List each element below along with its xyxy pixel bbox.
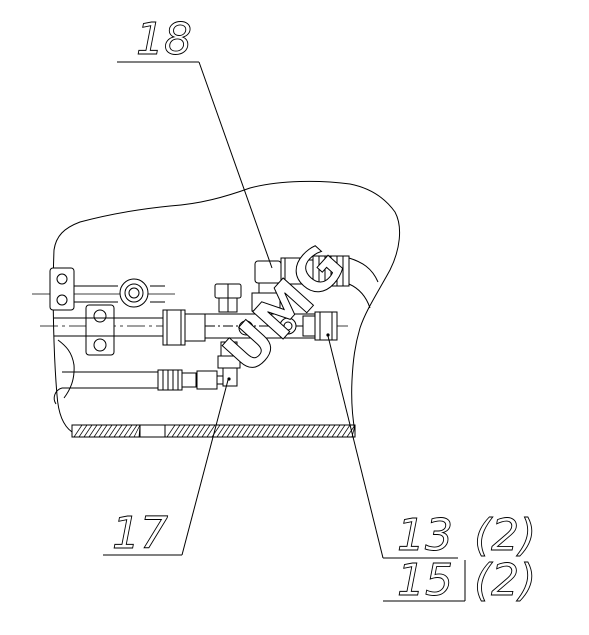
callout-17: 17 xyxy=(112,508,168,559)
callout-15-qty: (2) xyxy=(474,555,536,606)
hatch-line xyxy=(326,424,336,438)
hatch-line xyxy=(306,424,316,438)
manifold-block xyxy=(204,313,316,339)
upper-elbow-18 xyxy=(251,255,379,312)
callout-15: 15 xyxy=(397,555,453,606)
callout-13: 13 xyxy=(397,510,453,561)
small-fitting xyxy=(227,377,231,381)
hatch-line xyxy=(281,424,291,438)
hatch-line xyxy=(331,424,341,438)
hatch-line xyxy=(93,424,103,438)
hatch-line xyxy=(321,424,331,438)
hatch-line xyxy=(251,424,261,438)
hatch-line xyxy=(108,424,118,438)
hatch-line xyxy=(296,424,306,438)
hatch-line xyxy=(301,424,311,438)
hatch-line xyxy=(246,424,256,438)
hatch-line xyxy=(216,424,226,438)
hatch-line xyxy=(316,424,326,438)
hatch-line xyxy=(113,424,123,438)
hatch-line xyxy=(241,424,251,438)
hatch-line xyxy=(128,424,138,438)
hatch-line xyxy=(266,424,276,438)
hatch-line xyxy=(311,424,321,438)
callout-18: 18 xyxy=(136,14,192,65)
hatch-line xyxy=(226,424,236,438)
hatch-line xyxy=(176,424,186,438)
hatch-line xyxy=(123,424,133,438)
hatch-line xyxy=(231,424,241,438)
hatch-line xyxy=(186,424,196,438)
hatch-line xyxy=(201,424,211,438)
hatch-line xyxy=(78,424,88,438)
lower-hose xyxy=(53,369,223,405)
hatch-line xyxy=(171,424,181,438)
hatch-line xyxy=(73,424,83,438)
hatch-line xyxy=(118,424,128,438)
hatch-line xyxy=(98,424,108,438)
hatch-line xyxy=(103,424,113,438)
hatch-line xyxy=(261,424,271,438)
hatch-line xyxy=(291,424,301,438)
hatch-line xyxy=(346,424,356,438)
hatch-line xyxy=(271,424,281,438)
hatch-line xyxy=(138,424,141,438)
callout-13-qty: (2) xyxy=(474,510,536,561)
hatch-line xyxy=(166,424,176,438)
end-fitting-13-15 xyxy=(302,311,338,341)
leader-lines xyxy=(103,61,466,602)
hatch-line xyxy=(221,424,231,438)
hatch-line xyxy=(336,424,346,438)
round-nut-fitting xyxy=(119,278,149,308)
hatch-line xyxy=(133,424,141,438)
hatch-line xyxy=(191,424,201,438)
lower-bracket xyxy=(85,304,115,356)
hatch-line xyxy=(256,424,266,438)
hatch-line xyxy=(83,424,93,438)
hatch-line xyxy=(206,424,216,438)
union-fitting xyxy=(162,309,206,346)
hatch-line xyxy=(236,424,246,438)
hatch-line xyxy=(88,424,98,438)
main-pipe xyxy=(54,317,165,399)
upper-bracket xyxy=(49,267,165,311)
hatch-line xyxy=(341,424,351,438)
hatch-line xyxy=(181,424,191,438)
hatch-line xyxy=(196,424,206,438)
hatch-line xyxy=(276,424,286,438)
hatch-line xyxy=(286,424,296,438)
vertical-fitting-17 xyxy=(214,283,242,387)
